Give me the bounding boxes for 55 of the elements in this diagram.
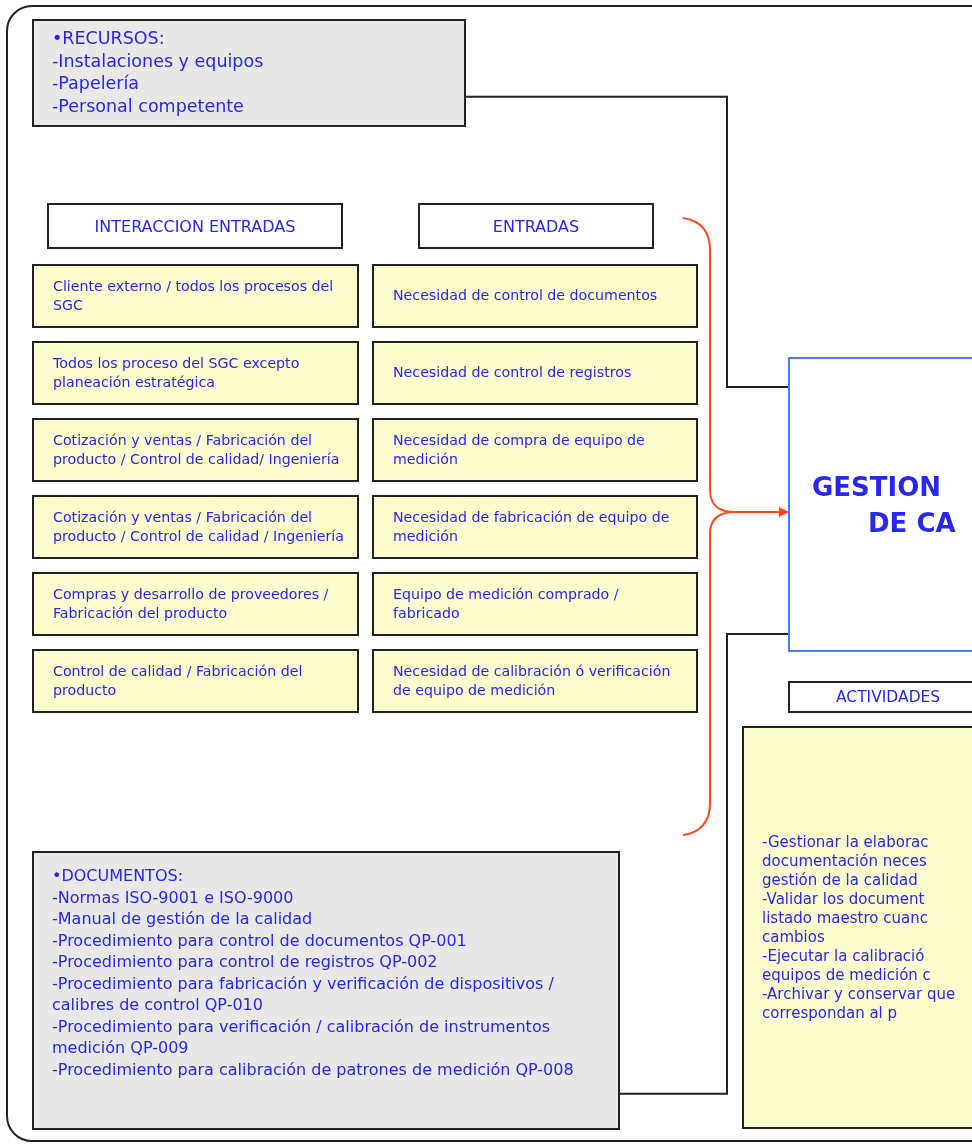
box-text: ENTRADAS xyxy=(492,216,580,236)
process-title: DE CA xyxy=(867,506,957,540)
text-box xyxy=(32,851,620,1130)
box-text: •DOCUMENTOS: xyxy=(52,865,185,887)
box-text: INTERACCION ENTRADAS xyxy=(94,216,296,236)
text-box xyxy=(32,19,466,127)
text-box xyxy=(372,649,698,713)
box-text: -Ejecutar la calibració equipos de medición c xyxy=(762,946,932,985)
box-text: Necesidad de control de registros xyxy=(393,363,633,383)
box-text: ACTIVIDADES xyxy=(836,688,941,706)
process-box xyxy=(788,357,972,652)
text-box xyxy=(372,495,698,559)
box-text: -Manual de gestión de la calidad xyxy=(52,908,314,930)
box-text: Cotización y ventas / Fabricación del producto / Control de calidad / Ingeniería xyxy=(53,507,345,546)
box-text: Compras y desarrollo de proveedores / Fabricación del producto xyxy=(53,584,330,623)
text-box xyxy=(372,341,698,405)
connector-line xyxy=(619,633,789,1095)
box-text: Necesidad de compra de equipo de medición xyxy=(393,430,646,469)
text-box xyxy=(372,418,698,482)
box-text: -Archivar y conservar que correspondan al p xyxy=(762,984,957,1023)
box-text: -Procedimiento para control de documentos QP-001 xyxy=(52,929,468,951)
box-text: Necesidad de calibración ó verificación de equipo de medición xyxy=(393,661,672,700)
box-text: -Personal competente xyxy=(52,94,245,117)
text-box xyxy=(32,264,359,328)
box-text: Necesidad de fabricación de equipo de medición xyxy=(393,507,671,546)
text-box xyxy=(372,572,698,636)
connector-line xyxy=(465,95,789,388)
box-text: -Gestionar la elaborac documentación neces gestión de la calidad xyxy=(762,832,930,890)
box-text: -Instalaciones y equipos xyxy=(52,49,265,72)
box-text: -Procedimiento para control de registros QP-002 xyxy=(52,951,439,973)
box-text: Todos los proceso del SGC excepto planeación estratégica xyxy=(53,353,301,392)
box-text: •RECURSOS: xyxy=(52,27,166,50)
box-text: -Validar los document listado maestro cuanc cambios xyxy=(762,889,929,947)
text-box xyxy=(32,572,359,636)
header-box xyxy=(418,203,654,249)
box-text: -Procedimiento para verificación / calibración de instrumentos medición QP-009 xyxy=(52,1015,551,1059)
box-text: Necesidad de control de documentos xyxy=(393,286,659,306)
box-text: -Papelería xyxy=(52,72,141,95)
process-title: GESTION xyxy=(812,470,943,504)
text-box xyxy=(32,418,359,482)
header-box xyxy=(47,203,343,249)
text-box xyxy=(32,341,359,405)
box-text: -Procedimiento para fabricación y verificación de dispositivos / calibres de control QP-010 xyxy=(52,972,555,1016)
box-text: Equipo de medición comprado / fabricado xyxy=(393,584,620,623)
box-text: Cotización y ventas / Fabricación del producto / Control de calidad/ Ingeniería xyxy=(53,430,341,469)
text-box xyxy=(32,649,359,713)
box-text: Cliente externo / todos los procesos del SGC xyxy=(53,276,335,315)
header-box xyxy=(788,681,972,713)
text-box xyxy=(742,726,972,1129)
box-text: -Normas ISO-9001 e ISO-9000 xyxy=(52,886,295,908)
text-box xyxy=(32,495,359,559)
box-text: Control de calidad / Fabricación del producto xyxy=(53,661,304,700)
text-box xyxy=(372,264,698,328)
brace-arrow xyxy=(682,217,789,836)
box-text: -Procedimiento para calibración de patrones de medición QP-008 xyxy=(52,1058,575,1080)
